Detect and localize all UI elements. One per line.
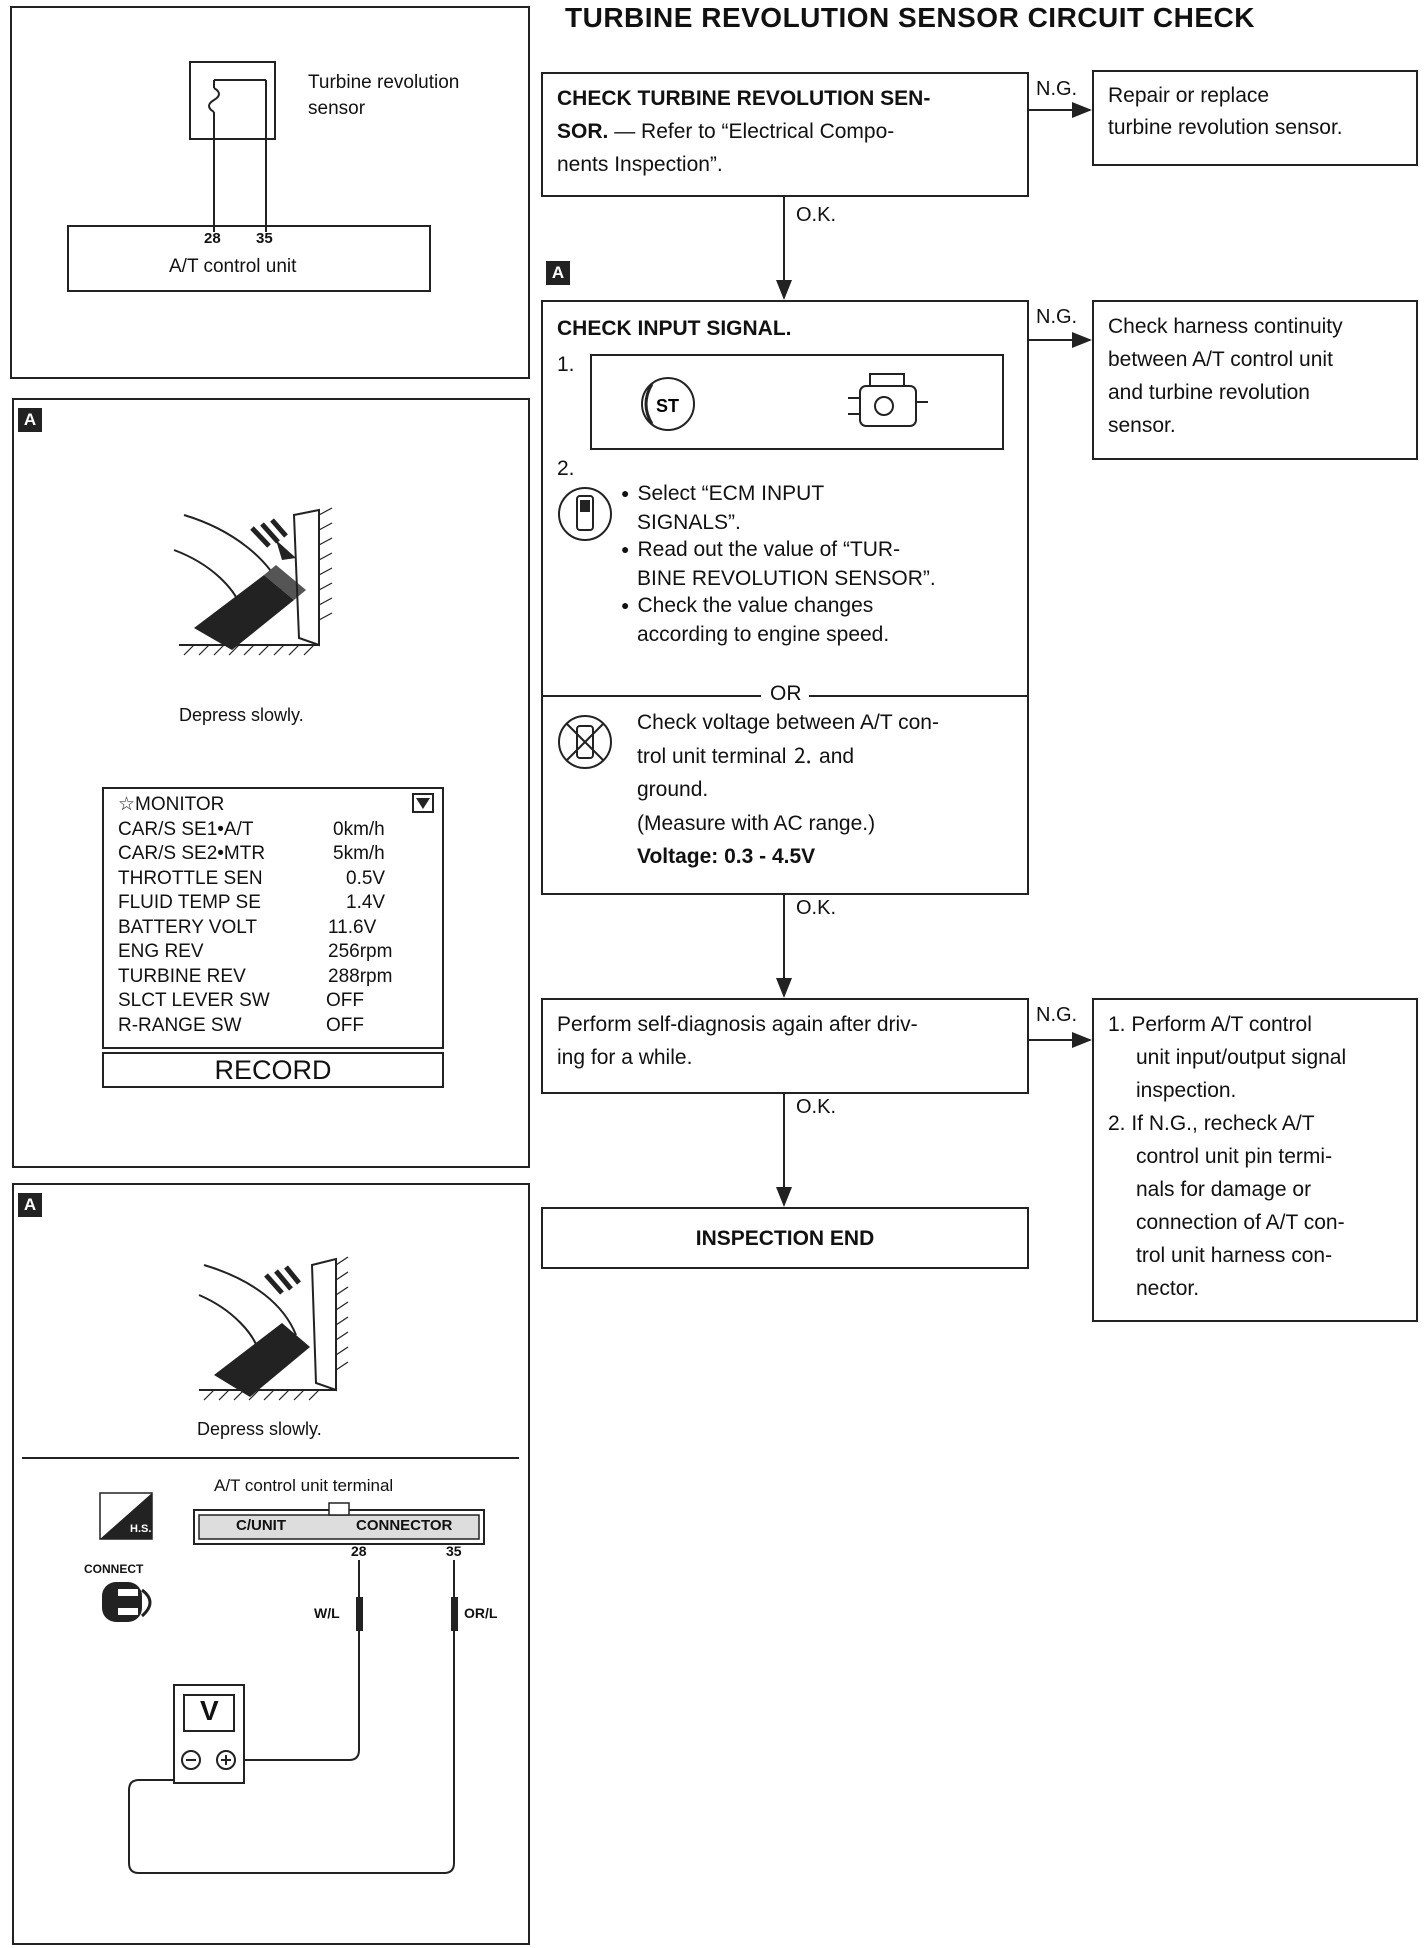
connector-right-label: CONNECTOR	[356, 1517, 453, 1534]
fix-input-output-inspection: 1. Perform A/T control unit input/output…	[1092, 998, 1418, 1322]
pedal-illustration	[173, 507, 333, 656]
bullet-select-signals: Select “ECM INPUT	[621, 480, 936, 509]
ok-label-2: O.K.	[796, 897, 837, 919]
voltmeter-illustration	[22, 1256, 519, 1874]
pin-35-label: 35	[446, 1543, 462, 1559]
no-tool-icon	[558, 715, 612, 769]
panel-tag: A	[18, 1193, 42, 1217]
pin-28-label: 28	[351, 1543, 367, 1559]
consult-monitor-panel: A Depress slowly. ☆MONITOR CAR/S SE1•A/T…	[12, 398, 530, 1168]
step-tag-a: A	[546, 261, 570, 285]
ok-label-3: O.K.	[796, 1096, 837, 1118]
panel-tag: A	[18, 408, 42, 432]
svg-text:ST: ST	[656, 396, 679, 416]
monitor-title: ☆MONITOR	[118, 794, 225, 815]
connect-icon-label: CONNECT	[84, 1562, 144, 1576]
fix-repair-sensor: Repair or replace turbine revolution sen…	[1092, 70, 1418, 166]
terminal-35-label: 35	[256, 230, 273, 247]
step-self-diagnosis: Perform self-diagnosis again after driv-…	[541, 998, 1029, 1094]
record-button[interactable]: RECORD	[102, 1052, 444, 1088]
consult-tool-icon	[558, 487, 612, 541]
wire-wl-label: W/L	[314, 1605, 340, 1621]
ok-label-1: O.K.	[796, 204, 837, 226]
ng-label-2: N.G.	[1036, 306, 1078, 328]
hs-icon-label: H.S.	[130, 1523, 152, 1535]
step-check-sensor: CHECK TURBINE REVOLUTION SEN- SOR. — Ref…	[541, 72, 1029, 197]
scroll-down-icon[interactable]	[412, 793, 434, 813]
terminal-title: A/T control unit terminal	[214, 1476, 394, 1495]
circuit-wiring	[67, 61, 431, 292]
wire-orl-label: OR/L	[464, 1605, 498, 1621]
connector-left-label: C/UNIT	[236, 1517, 286, 1534]
page-title: TURBINE REVOLUTION SENSOR CIRCUIT CHECK	[565, 2, 1255, 33]
voltmeter-v-label: V	[200, 1695, 219, 1726]
sensor-label: Turbine revolution sensor	[308, 72, 460, 119]
circuit-diagram-panel: Turbine revolution sensor 28 35 A/T cont…	[10, 6, 530, 379]
ng-label-1: N.G.	[1036, 78, 1078, 100]
control-unit-label: A/T control unit	[169, 256, 297, 277]
terminal-28-label: 28	[204, 230, 221, 247]
ignition-start-icon: ST	[641, 373, 928, 431]
bullet-read-value: Read out the value of “TUR-	[621, 536, 936, 565]
depress-caption: Depress slowly.	[197, 1419, 322, 1439]
inspection-end: INSPECTION END	[541, 1207, 1029, 1269]
voltage-check-panel: A	[12, 1183, 530, 1945]
bullet-check-change: Check the value changes	[621, 592, 936, 621]
fix-check-harness: Check harness continuity between A/T con…	[1092, 300, 1418, 460]
or-label: OR	[770, 682, 802, 705]
ignition-engine-frame: ST	[590, 354, 1004, 450]
ng-label-3: N.G.	[1036, 1004, 1078, 1026]
step-check-input-signal: CHECK INPUT SIGNAL. 1. ST 2. Select “ECM…	[541, 300, 1029, 895]
or-divider	[541, 695, 1029, 697]
depress-caption: Depress slowly.	[179, 705, 304, 725]
